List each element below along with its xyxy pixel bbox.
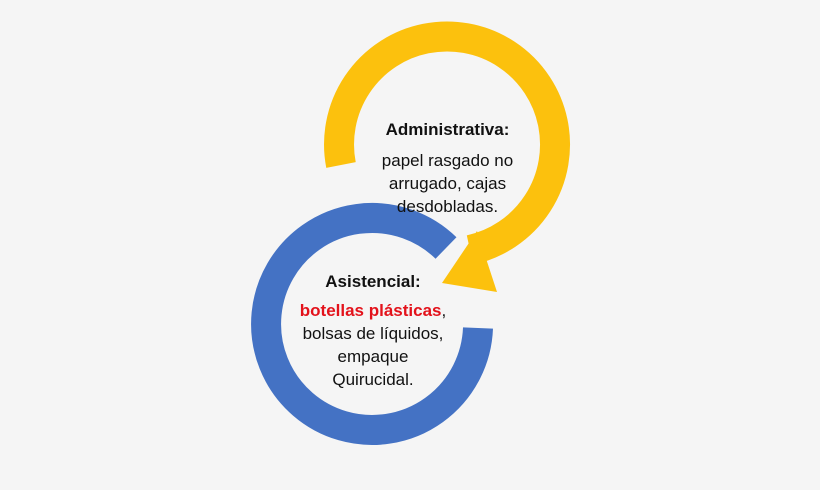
asistencial-highlight: botellas plásticas <box>299 301 442 320</box>
blue-ring <box>251 203 493 445</box>
administrativa-line-3: desdobladas. <box>396 197 499 216</box>
asistencial-comma: , <box>441 301 447 320</box>
administrativa-title: Administrativa: <box>385 120 510 139</box>
asistencial-line-1: botellas plásticas, <box>283 299 463 322</box>
yellow-ring <box>324 21 571 265</box>
administrativa-line-2: arrugado, cajas <box>388 174 507 193</box>
asistencial-line-3: empaque <box>337 347 409 366</box>
administrativa-line-1: papel rasgado no <box>381 151 514 170</box>
administrativa-text: Administrativa: papel rasgado no arrugad… <box>365 118 530 218</box>
asistencial-line-4: Quirucidal. <box>332 370 414 389</box>
asistencial-title: Asistencial: <box>325 272 421 291</box>
asistencial-text: Asistencial: botellas plásticas, bolsas … <box>283 270 463 391</box>
yellow-arrow-head <box>442 231 497 292</box>
asistencial-line-2: bolsas de líquidos, <box>302 324 444 343</box>
